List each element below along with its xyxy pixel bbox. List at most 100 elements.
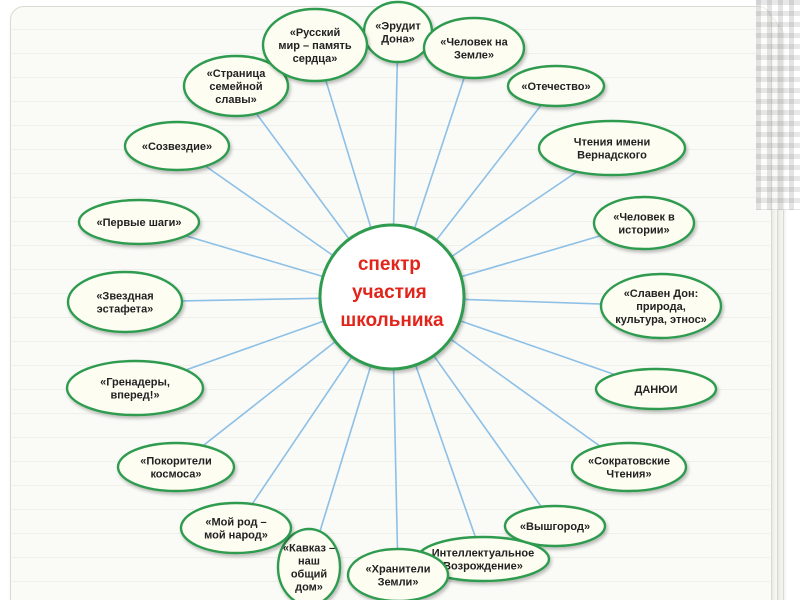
node-label-line: «Славен Дон: [624,288,699,300]
center-node: спектр участия школьника [318,223,466,371]
node-sozvezdie: «Созвездие» [123,120,231,172]
node-label-line: «Созвездие» [142,141,212,153]
node-label: «Вышгород» [520,521,590,533]
node-label-line: Вернадского [577,150,647,162]
node-label: «Отечество» [521,81,590,93]
node-label-line: «Эрудит [375,21,421,33]
node-label-line: истории» [618,225,669,237]
spoke-line [235,356,353,529]
node-label-line: семейной [209,81,262,93]
node-label: «Славен Дон:природа,культура, этнос» [615,288,707,326]
node-label-line: славы» [215,94,257,106]
node-label-line: «Хранители [366,564,431,576]
node-label-line: сердца» [293,53,338,65]
node-label-line: Земли» [378,577,419,589]
node-label-line: «Страница [207,68,267,80]
node-label-line: «Вышгород» [520,521,590,533]
node-otechestvo: «Отечество» [506,64,606,108]
spoke-line [414,364,484,560]
node-danyui: ДАНЮИ [594,367,718,411]
node-ellipse [77,198,201,246]
node-ellipse [261,7,369,83]
node-label-line: «Гренадеры, [100,377,170,389]
node-vyshgorod: «Вышгород» [503,504,607,548]
node-ellipse [182,54,290,118]
center-label-line: участия [352,282,427,303]
node-label-line: «Человек на [440,37,508,49]
node-label-line: «Сократовские [588,456,670,468]
node-ellipse [592,195,696,251]
node-label-line: «Отечество» [521,81,590,93]
spoke-line [435,85,557,241]
node-label: «Мой род –мой народ» [204,517,268,542]
node-label-line: дом» [295,582,323,594]
node-label-line: природа, [636,301,686,313]
node-ellipse [422,16,526,80]
node-ellipse [503,504,607,548]
node-label-line: вперед!» [110,390,159,402]
node-label-line: «Человек в [613,212,675,224]
node-ellipse [179,501,293,555]
node-label-line: «Первые шаги» [97,217,182,229]
spoke-line [392,368,399,576]
node-ellipse [570,441,688,493]
corner-pattern [756,0,800,210]
center-circle [318,223,466,371]
node-label: «Созвездие» [142,141,212,153]
node-label-line: Земле» [454,50,494,62]
node-ellipse [276,527,342,600]
node-ellipse [346,547,450,600]
node-label-line: «Покорители [140,456,212,468]
node-ellipse [123,120,231,172]
center-label-line: школьника [340,310,444,331]
node-label: ДАНЮИ [635,384,678,396]
node-label-line: ДАНЮИ [635,384,678,396]
center-label: спектр участия школьника [340,254,444,331]
node-label-line: космоса» [150,469,201,481]
node-label-line: «Звездная [96,291,153,303]
node-label-line: Чтения» [606,469,651,481]
node-moy-rod-moy-narod: «Мой род –мой народ» [179,501,293,555]
node-ellipse [506,64,606,108]
node-label-line: Возрождение» [443,561,523,573]
node-label-line: Чтения имени [574,137,651,149]
spoke-line [433,355,556,527]
node-label-line: «Кавказ – [283,543,335,555]
node-label-line: Дона» [381,34,415,46]
node-pervye-shagi: «Первые шаги» [77,198,201,246]
node-label-line: культура, этнос» [615,314,707,326]
node-label: «Гренадеры,вперед!» [100,377,170,402]
node-ellipse [599,272,723,340]
node-grenadery-vpered: «Гренадеры,вперед!» [65,359,205,417]
node-label-line: мир – память [278,40,352,52]
node-slaven-don: «Славен Дон:природа,культура, этнос» [599,272,723,340]
node-label-line: наш [298,556,320,568]
node-label-line: Интеллектуальное [432,548,535,560]
node-label-line: мой народ» [204,530,268,542]
node-label-line: «Русский [290,27,341,39]
node-ellipse [594,367,718,411]
node-label-line: эстафета» [97,304,154,316]
